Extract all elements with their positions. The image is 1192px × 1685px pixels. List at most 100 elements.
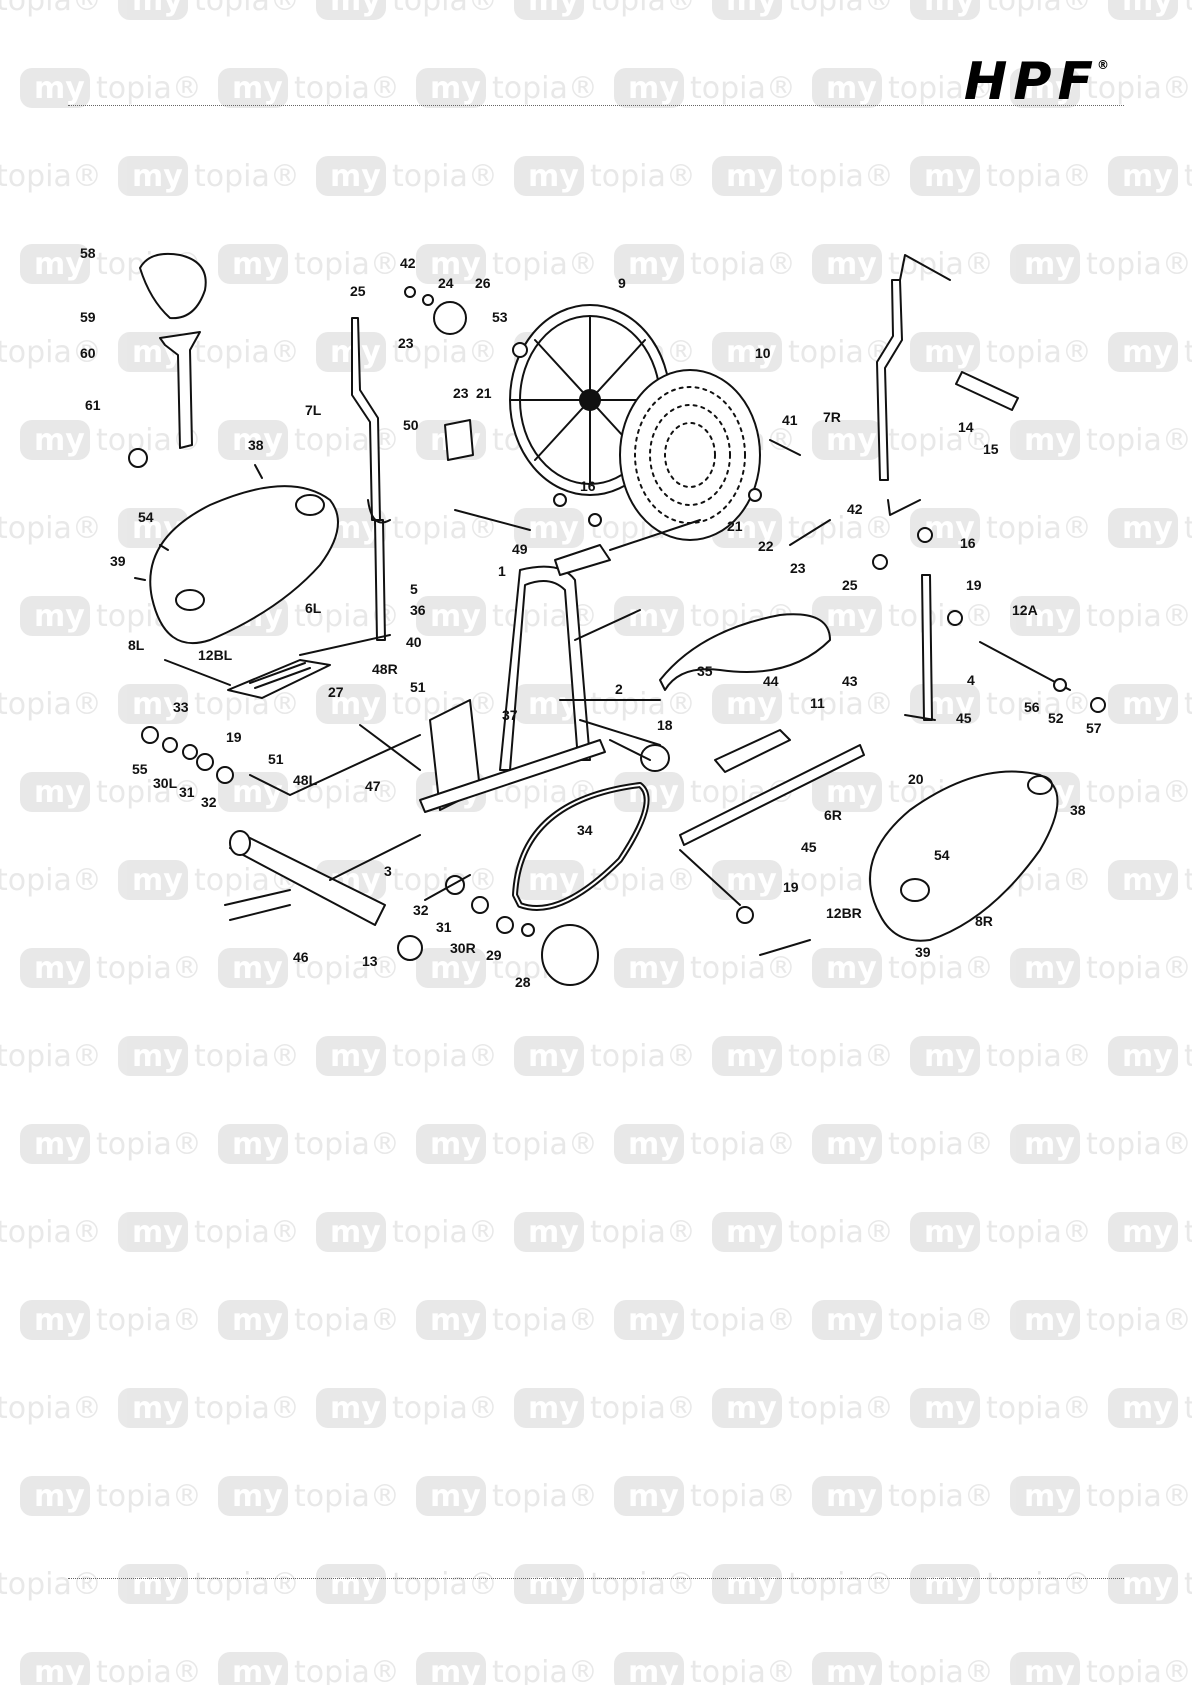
svg-text:my: my xyxy=(628,1479,679,1514)
svg-text:topia®: topia® xyxy=(1086,775,1192,810)
part-number-label: 59 xyxy=(80,309,96,325)
svg-text:my: my xyxy=(726,1215,777,1250)
svg-text:topia®: topia® xyxy=(1086,247,1192,282)
svg-text:my: my xyxy=(1122,335,1173,370)
svg-text:topia®: topia® xyxy=(0,1567,102,1602)
svg-text:my: my xyxy=(924,1391,975,1426)
svg-text:my: my xyxy=(924,1215,975,1250)
svg-text:topia®: topia® xyxy=(96,1479,202,1514)
svg-text:topia®: topia® xyxy=(0,511,102,546)
svg-text:my: my xyxy=(1024,1127,1075,1162)
svg-text:topia®: topia® xyxy=(1184,1039,1192,1074)
part-number-label: 5 xyxy=(410,581,418,597)
svg-text:topia®: topia® xyxy=(96,1303,202,1338)
svg-text:my: my xyxy=(430,247,481,282)
part-number-label: 12BR xyxy=(826,905,862,921)
svg-text:topia®: topia® xyxy=(194,0,300,18)
part-number-label: 28 xyxy=(515,974,531,990)
svg-text:topia®: topia® xyxy=(96,1655,202,1685)
svg-text:topia®: topia® xyxy=(294,247,400,282)
svg-text:topia®: topia® xyxy=(1184,863,1192,898)
computer-part xyxy=(444,419,474,461)
svg-text:topia®: topia® xyxy=(194,1215,300,1250)
svg-text:my: my xyxy=(34,1303,85,1338)
svg-text:topia®: topia® xyxy=(194,159,300,194)
part-number-label: 29 xyxy=(486,947,502,963)
svg-text:topia®: topia® xyxy=(1086,71,1192,106)
svg-text:my: my xyxy=(430,599,481,634)
part-number-label: 47 xyxy=(365,778,381,794)
svg-text:my: my xyxy=(1024,71,1075,106)
part-number-label: 16 xyxy=(960,535,976,551)
watermark-tile: my topia® xyxy=(118,156,300,196)
svg-text:my: my xyxy=(528,863,579,898)
svg-text:my: my xyxy=(330,159,381,194)
main-frame-part xyxy=(499,565,591,771)
svg-text:my: my xyxy=(826,775,877,810)
svg-text:my: my xyxy=(132,159,183,194)
svg-text:topia®: topia® xyxy=(1184,335,1192,370)
part-number-label: 4 xyxy=(967,672,975,688)
svg-text:topia®: topia® xyxy=(392,863,498,898)
part-number-label: 23 xyxy=(790,560,806,576)
svg-text:topia®: topia® xyxy=(194,1391,300,1426)
svg-text:my: my xyxy=(924,1039,975,1074)
part-number-label: 26 xyxy=(475,275,491,291)
part-number-label: 23 xyxy=(398,335,414,351)
part-number-label: 43 xyxy=(842,673,858,689)
svg-text:topia®: topia® xyxy=(690,247,796,282)
part-number-label: 18 xyxy=(657,717,673,733)
svg-text:my: my xyxy=(826,951,877,986)
svg-text:my: my xyxy=(34,951,85,986)
svg-text:my: my xyxy=(430,1479,481,1514)
svg-text:my: my xyxy=(34,71,85,106)
right-pedal-part xyxy=(714,729,791,773)
svg-text:my: my xyxy=(628,1303,679,1338)
part-number-label: 50 xyxy=(403,417,419,433)
svg-text:topia®: topia® xyxy=(194,1567,300,1602)
crank-axle-part xyxy=(229,837,386,926)
svg-text:topia®: topia® xyxy=(392,1039,498,1074)
svg-text:my: my xyxy=(1024,423,1075,458)
part-number-label: 25 xyxy=(350,283,366,299)
svg-text:my: my xyxy=(826,1479,877,1514)
svg-text:my: my xyxy=(132,1215,183,1250)
part-number-label: 20 xyxy=(908,771,924,787)
svg-text:my: my xyxy=(232,1303,283,1338)
svg-text:my: my xyxy=(726,1039,777,1074)
part-number-label: 31 xyxy=(436,919,452,935)
svg-text:my: my xyxy=(1122,1567,1173,1602)
svg-text:my: my xyxy=(132,687,183,722)
part-number-label: 2 xyxy=(615,681,623,697)
svg-text:topia®: topia® xyxy=(492,1303,598,1338)
left-handle-part xyxy=(351,317,381,521)
svg-text:my: my xyxy=(528,511,579,546)
svg-text:topia®: topia® xyxy=(690,1127,796,1162)
svg-text:my: my xyxy=(132,0,183,18)
svg-text:topia®: topia® xyxy=(96,775,202,810)
svg-text:topia®: topia® xyxy=(888,1127,994,1162)
svg-text:my: my xyxy=(826,599,877,634)
svg-text:my: my xyxy=(826,1655,877,1685)
svg-text:my: my xyxy=(232,247,283,282)
svg-text:my: my xyxy=(1122,1215,1173,1250)
